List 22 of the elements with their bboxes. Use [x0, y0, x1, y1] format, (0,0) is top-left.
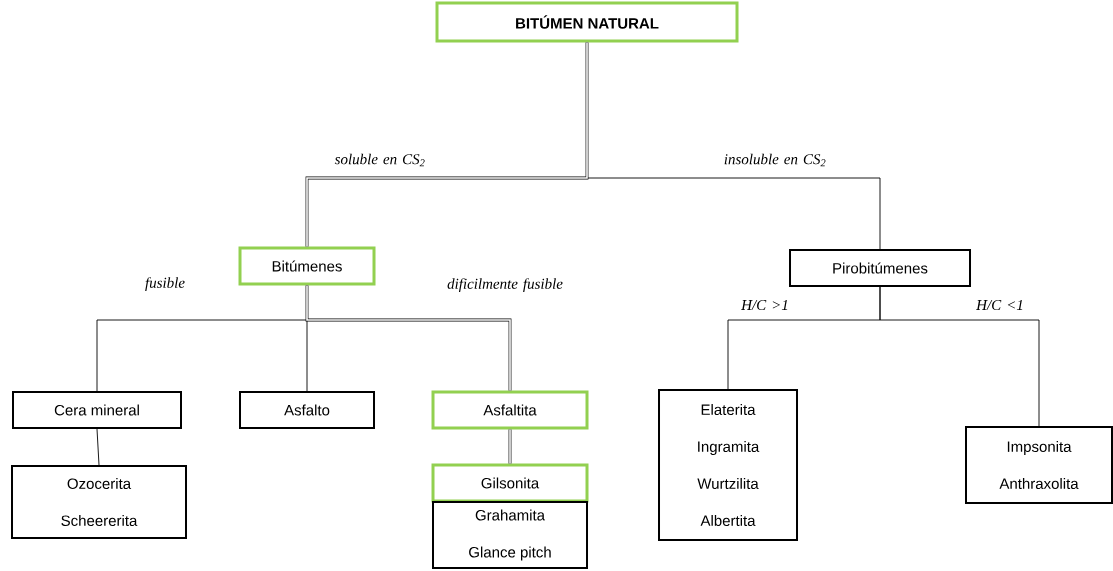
- category-box: Gilsonita: [431, 463, 589, 503]
- edge-label: H/C >1: [741, 299, 788, 311]
- edge-label: H/C <1: [976, 299, 1023, 311]
- connector-line: [508, 428, 512, 465]
- edge-label: dificilmente fusible: [447, 278, 563, 292]
- category-box: Bitúmenes: [238, 246, 376, 286]
- category-box: Ozocerita Scheererita: [11, 465, 187, 539]
- category-box: Impsonita Anthraxolita: [965, 426, 1113, 504]
- connector-line: [305, 284, 512, 392]
- category-box: BITÚMEN NATURAL: [435, 1, 739, 43]
- category-box: Pirobitúmenes: [789, 249, 971, 287]
- category-box: Cera mineral: [12, 391, 182, 429]
- edge-label: soluble en CS$_{2}$: [334, 153, 425, 167]
- category-box: Asfalto: [239, 391, 375, 429]
- category-box: Elaterita Ingramita Wurtzilita Albertita: [658, 389, 798, 541]
- connector-line: [305, 41, 589, 248]
- category-box: Grahamita Glance pitch: [432, 501, 588, 569]
- connector-line: [879, 286, 1040, 427]
- connector-line: [96, 428, 100, 466]
- edge-label: fusible: [145, 277, 185, 291]
- edge-label: insoluble en CS$_{2}$: [724, 153, 826, 167]
- category-box: Asfaltita: [431, 390, 589, 430]
